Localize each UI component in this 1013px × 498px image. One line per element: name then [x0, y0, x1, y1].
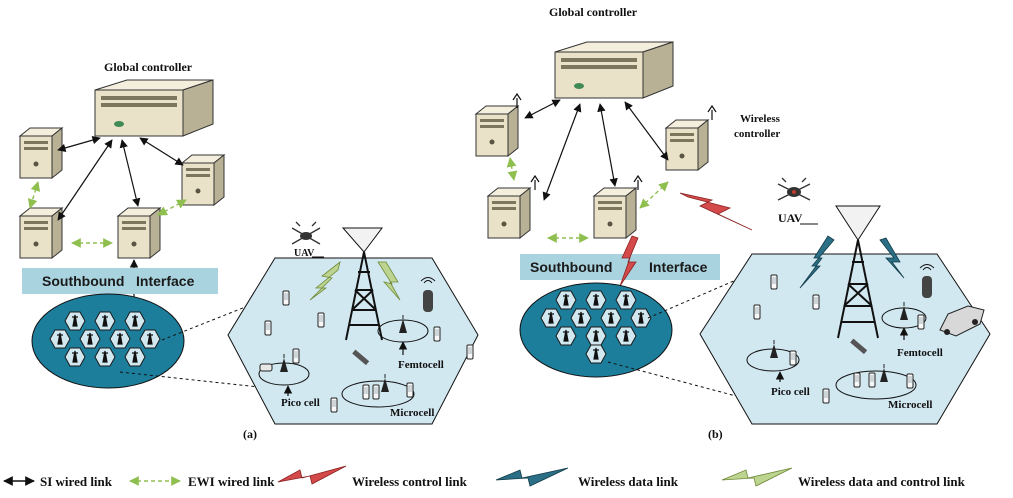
legend-ewi-wired-label: EWI wired link [188, 474, 275, 489]
global-controller-server-icon [554, 41, 674, 99]
femtocell-label: Femtocell [398, 359, 444, 371]
ewi-wired-link [506, 157, 518, 181]
southbound-interface-bar [520, 254, 720, 280]
controller-antenna-icons [512, 92, 717, 190]
si-wired-link [139, 137, 184, 166]
wireless-controller-label-line1: Wireless [740, 113, 781, 125]
ewi-wired-link [27, 181, 41, 209]
southbound-label: Southbound [42, 273, 124, 289]
si-wired-link [57, 136, 101, 152]
pico-cell-label: Pico cell [771, 386, 810, 398]
wireless-data-link [799, 235, 835, 289]
interface-label: Interface [649, 259, 708, 275]
microcell-label: Microcell [390, 407, 434, 419]
car-icon [939, 305, 985, 337]
si-wired-link [57, 139, 113, 221]
controller-server-icon [181, 154, 225, 206]
controller-server-icon [19, 127, 63, 179]
microcell-label: Microcell [888, 399, 932, 411]
zoom-line [647, 279, 737, 319]
controller-server-icon [117, 207, 161, 259]
legend-si-wired-label: SI wired link [40, 474, 113, 489]
wireless-controller-server-icon [665, 119, 709, 171]
wireless-data-and-control-link [309, 260, 341, 301]
legend-wireless-data-label: Wireless data link [578, 474, 679, 489]
wireless-controller-label-line2: controller [734, 128, 780, 140]
si-wired-link [624, 101, 669, 161]
wireless-data-link [879, 237, 905, 279]
uav-drone-icon [291, 221, 321, 245]
macro-tower-icon [341, 227, 383, 341]
wireless-controller-server-icon [475, 105, 519, 157]
microcell-coverage [835, 370, 917, 400]
femtocell-router-icon [919, 264, 935, 298]
legend-wireless-data-control-label: Wireless data and control link [798, 474, 966, 489]
global-controller-label: Global controller [549, 5, 638, 19]
zoom-line [119, 371, 269, 389]
uav-label: UAV [294, 248, 315, 259]
wireless-control-link [679, 192, 753, 231]
interface-label: Interface [136, 273, 195, 289]
si-wired-link [542, 103, 582, 201]
legend-wireless-data-control-swatch [721, 467, 793, 487]
macrocell-hexagon [699, 253, 991, 425]
panel-b-caption: (b) [708, 427, 723, 441]
wireless-data-and-control-link [377, 261, 401, 301]
vehicle-icon [850, 338, 868, 355]
wireless-controller-server-icon [487, 187, 531, 239]
ewi-wired-link [639, 181, 669, 209]
legend-wireless-control-label: Wireless control link [352, 474, 468, 489]
vehicle-icon [352, 349, 370, 366]
southbound-interface-bar [22, 268, 218, 294]
zoom-line [161, 297, 269, 341]
global-controller-label: Global controller [104, 60, 193, 74]
ewi-wired-link [157, 199, 187, 216]
microcell-coverage [341, 380, 415, 408]
global-controller-server-icon [94, 79, 214, 137]
femtocell-label: Femtocell [897, 347, 943, 359]
si-wired-link [597, 103, 618, 187]
laptop-icon [259, 363, 273, 372]
uav-label: UAV [778, 211, 803, 225]
si-wired-link [524, 99, 561, 119]
pico-cell-label: Pico cell [281, 397, 320, 409]
wireless-controller-server-icon [593, 187, 637, 239]
legend-wireless-data-swatch [495, 467, 569, 487]
panel-a-caption: (a) [243, 427, 257, 441]
zoom-line [607, 361, 737, 397]
panel-b: Global controller Wireless controller So… [475, 5, 991, 441]
panel-a: Global controller Southbound Interface [19, 60, 479, 441]
femtocell-router-icon [420, 277, 436, 312]
si-wired-link [119, 139, 141, 207]
macrocell-hexagon [227, 257, 479, 425]
legend-wireless-control-swatch [277, 465, 347, 485]
uav-drone-icon [777, 177, 811, 201]
legend: SI wired link EWI wired link Wireless co… [3, 465, 966, 489]
southbound-label: Southbound [530, 259, 612, 275]
macro-tower-icon [835, 205, 881, 339]
controller-server-icon [19, 207, 63, 259]
wireless-control-link [619, 235, 639, 287]
